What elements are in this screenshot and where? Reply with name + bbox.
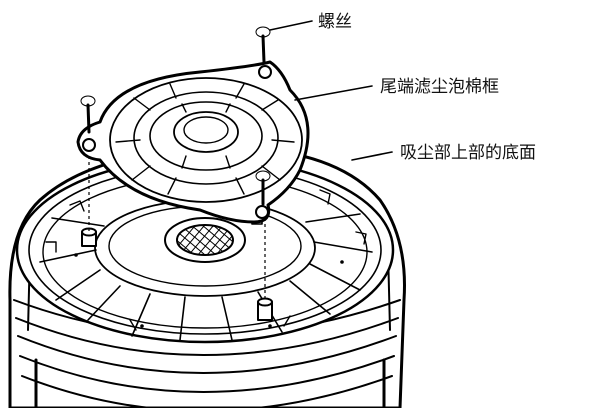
- screw-top: [255, 26, 271, 64]
- screw-right: [255, 170, 271, 206]
- alignment-lines: [88, 150, 266, 302]
- label-foam-frame: 尾端滤尘泡棉框: [380, 77, 499, 97]
- leader-foam-frame: [294, 85, 373, 101]
- screw-boss-left: [81, 227, 97, 247]
- screw-left: [80, 95, 96, 134]
- label-screw: 螺丝: [318, 12, 352, 32]
- leader-screw: [269, 20, 313, 31]
- end-filter-foam-frame: [76, 60, 310, 224]
- label-dust-cup-top: 吸尘部上部的底面: [400, 143, 536, 163]
- leader-dust-cup-top: [351, 151, 393, 161]
- screw-boss-right: [257, 297, 273, 321]
